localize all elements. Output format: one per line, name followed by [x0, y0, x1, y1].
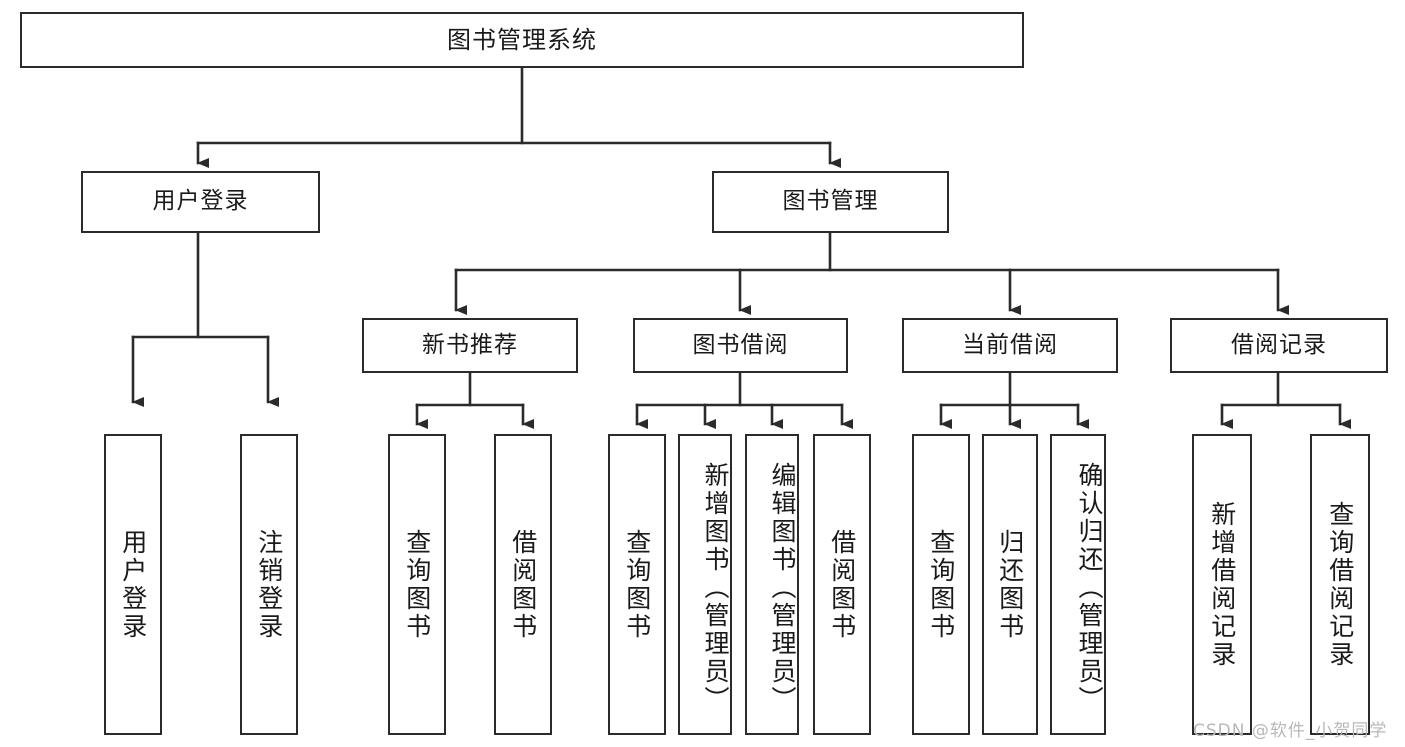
node-user-login[interactable]: 用户登录: [81, 171, 320, 233]
leaf-query-borrow-record[interactable]: 查询借阅记录: [1310, 434, 1370, 735]
leaf-query-book-current[interactable]: 查询图书: [912, 434, 970, 735]
node-book-borrow[interactable]: 图书借阅: [633, 318, 848, 373]
leaf-user-logout[interactable]: 注销登录: [240, 434, 298, 735]
leaf-query-book-recommend[interactable]: 查询图书: [388, 434, 446, 735]
leaf-add-book-admin[interactable]: 新增图书（管理员）: [678, 434, 732, 735]
leaf-add-borrow-record[interactable]: 新增借阅记录: [1192, 434, 1252, 735]
leaf-borrow-book-recommend[interactable]: 借阅图书: [494, 434, 552, 735]
leaf-borrow-book-borrow[interactable]: 借阅图书: [813, 434, 871, 735]
node-new-book-recommend[interactable]: 新书推荐: [362, 318, 578, 373]
leaf-user-login[interactable]: 用户登录: [104, 434, 162, 735]
leaf-confirm-return-admin[interactable]: 确认归还（管理员）: [1050, 434, 1106, 735]
node-root[interactable]: 图书管理系统: [20, 12, 1024, 68]
node-borrow-record[interactable]: 借阅记录: [1170, 318, 1388, 373]
node-current-borrow[interactable]: 当前借阅: [902, 318, 1118, 373]
leaf-edit-book-admin[interactable]: 编辑图书（管理员）: [745, 434, 799, 735]
node-book-manage[interactable]: 图书管理: [712, 171, 949, 233]
leaf-return-book[interactable]: 归还图书: [982, 434, 1038, 735]
leaf-query-book-borrow[interactable]: 查询图书: [608, 434, 666, 735]
csdn-watermark: CSDN @软件_小贺同学: [1193, 721, 1388, 741]
